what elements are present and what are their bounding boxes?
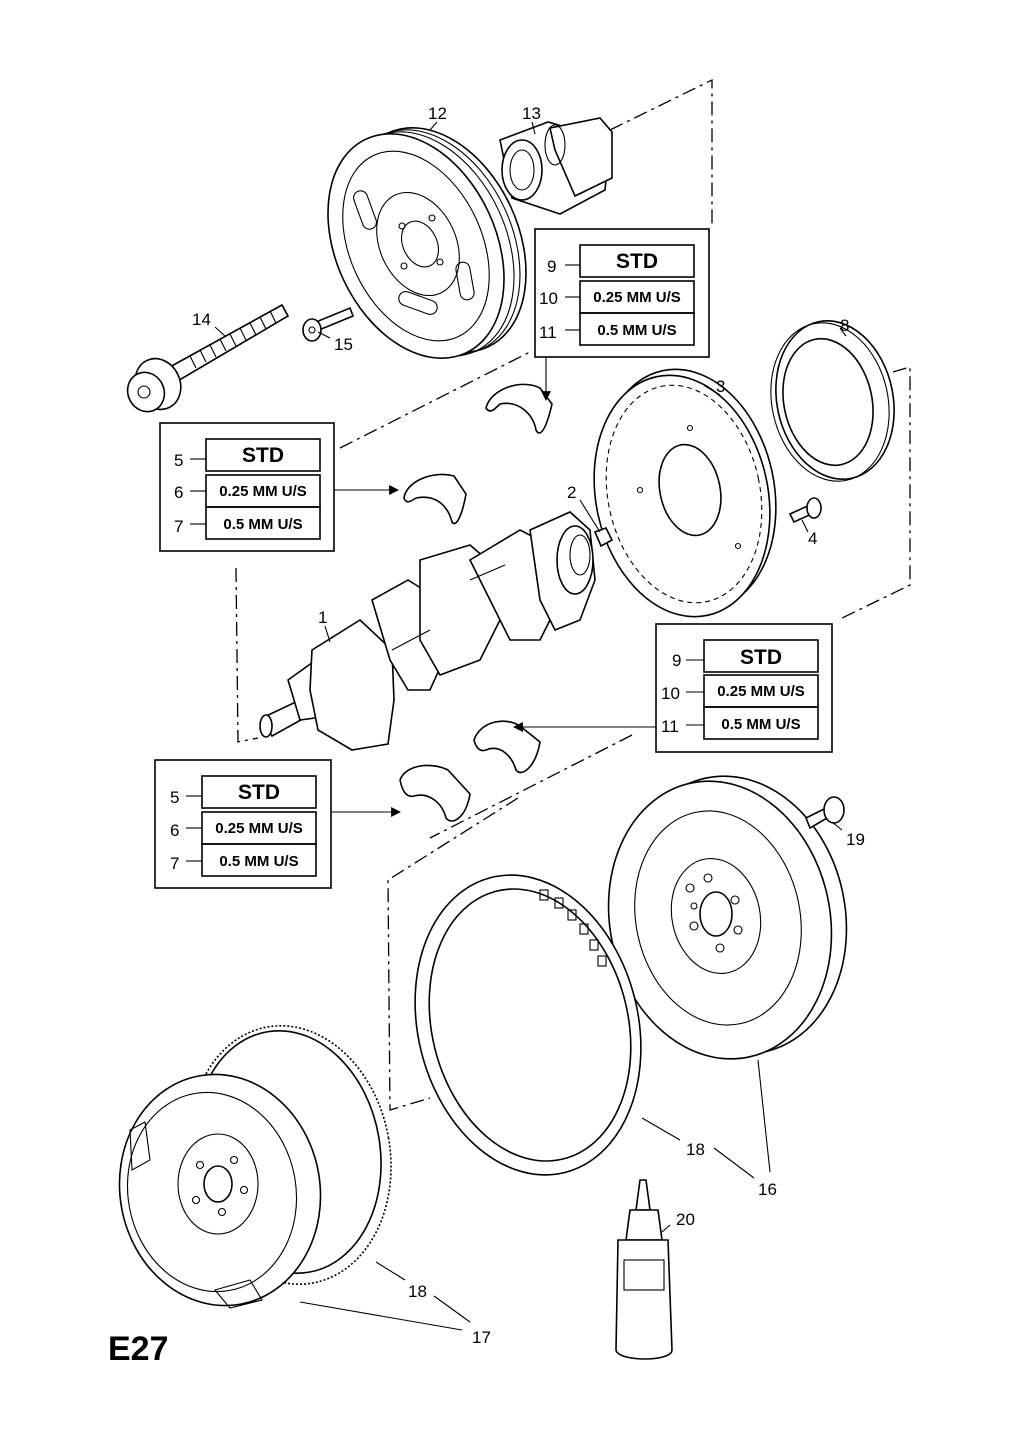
spec-box-main-bottom: 9 10 11 STD 0.25 MM U/S 0.5 MM U/S [513,623,833,753]
leader-lines [214,121,847,1331]
callout-1: 1 [318,608,327,627]
key-part [593,527,614,548]
spec-box-conrod-bottom: 5 6 7 STD 0.25 MM U/S 0.5 MM U/S [154,759,401,889]
callout-2: 2 [567,483,576,502]
callout-17: 17 [472,1328,491,1347]
callout-12: 12 [428,104,447,123]
callout-14: 14 [192,310,211,329]
row-num: 6 [174,483,183,502]
spec-box-conrod-top: 5 6 7 STD 0.25 MM U/S 0.5 MM U/S [159,422,399,552]
ring-gear-part [414,874,642,1176]
row-num: 9 [547,257,556,276]
row-num: 11 [539,323,557,342]
pulley-bolt-part [126,303,290,413]
callout-8: 8 [840,316,849,335]
dual-mass-flywheel-part [118,1025,392,1309]
row-label: STD [242,444,284,467]
callout-3: 3 [716,377,725,396]
callout-18-ring: 18 [686,1140,705,1159]
small-bolt-part [302,306,355,342]
row-label: 0.25 MM U/S [717,683,805,700]
row-label: STD [740,646,782,669]
row-num: 5 [170,788,179,807]
callout-labels: 12 13 14 15 8 3 2 4 1 19 18 16 20 18 17 [192,104,865,1347]
row-num: 10 [539,289,558,308]
row-label: 0.5 MM U/S [721,716,800,733]
row-label: 0.5 MM U/S [597,322,676,339]
row-label: 0.25 MM U/S [215,820,303,837]
row-label: STD [238,781,280,804]
row-label: 0.25 MM U/S [219,483,307,500]
alignment-lines [235,78,911,1111]
reluctor-wheel-part [593,368,777,618]
conrod-bearing-lower-part [399,764,471,822]
callout-16: 16 [758,1180,777,1199]
row-num: 7 [174,517,183,536]
row-label: 0.25 MM U/S [593,289,681,306]
rear-oil-seal-part [770,320,895,482]
callout-15: 15 [334,335,353,354]
row-num: 6 [170,821,179,840]
spec-box-main-top: 9 10 11 STD 0.25 MM U/S 0.5 MM U/S [534,228,710,401]
callout-4: 4 [808,529,817,548]
callout-18-dmf: 18 [408,1282,427,1301]
conrod-bearing-upper-part [403,473,467,525]
row-num: 5 [174,451,183,470]
row-num: 11 [661,717,679,736]
seal-housing-part [499,117,613,215]
row-label: 0.5 MM U/S [223,516,302,533]
flywheel-bolt-part [804,796,845,830]
row-num: 9 [672,651,681,670]
row-label: 0.5 MM U/S [219,853,298,870]
flywheel-part [607,775,848,1060]
callout-20: 20 [676,1210,695,1229]
crank-pulley-part [327,127,527,359]
row-label: STD [616,250,658,273]
page-code: E27 [108,1330,169,1368]
row-num: 7 [170,854,179,873]
main-bearing-upper-part [485,383,553,434]
sealant-bottle-part [615,1179,673,1360]
main-bearing-lower-part [473,720,541,774]
crankshaft-part [259,511,596,751]
wheel-bolt-part [788,497,822,524]
callout-13: 13 [522,104,541,123]
callout-19: 19 [846,830,865,849]
row-num: 10 [661,684,680,703]
